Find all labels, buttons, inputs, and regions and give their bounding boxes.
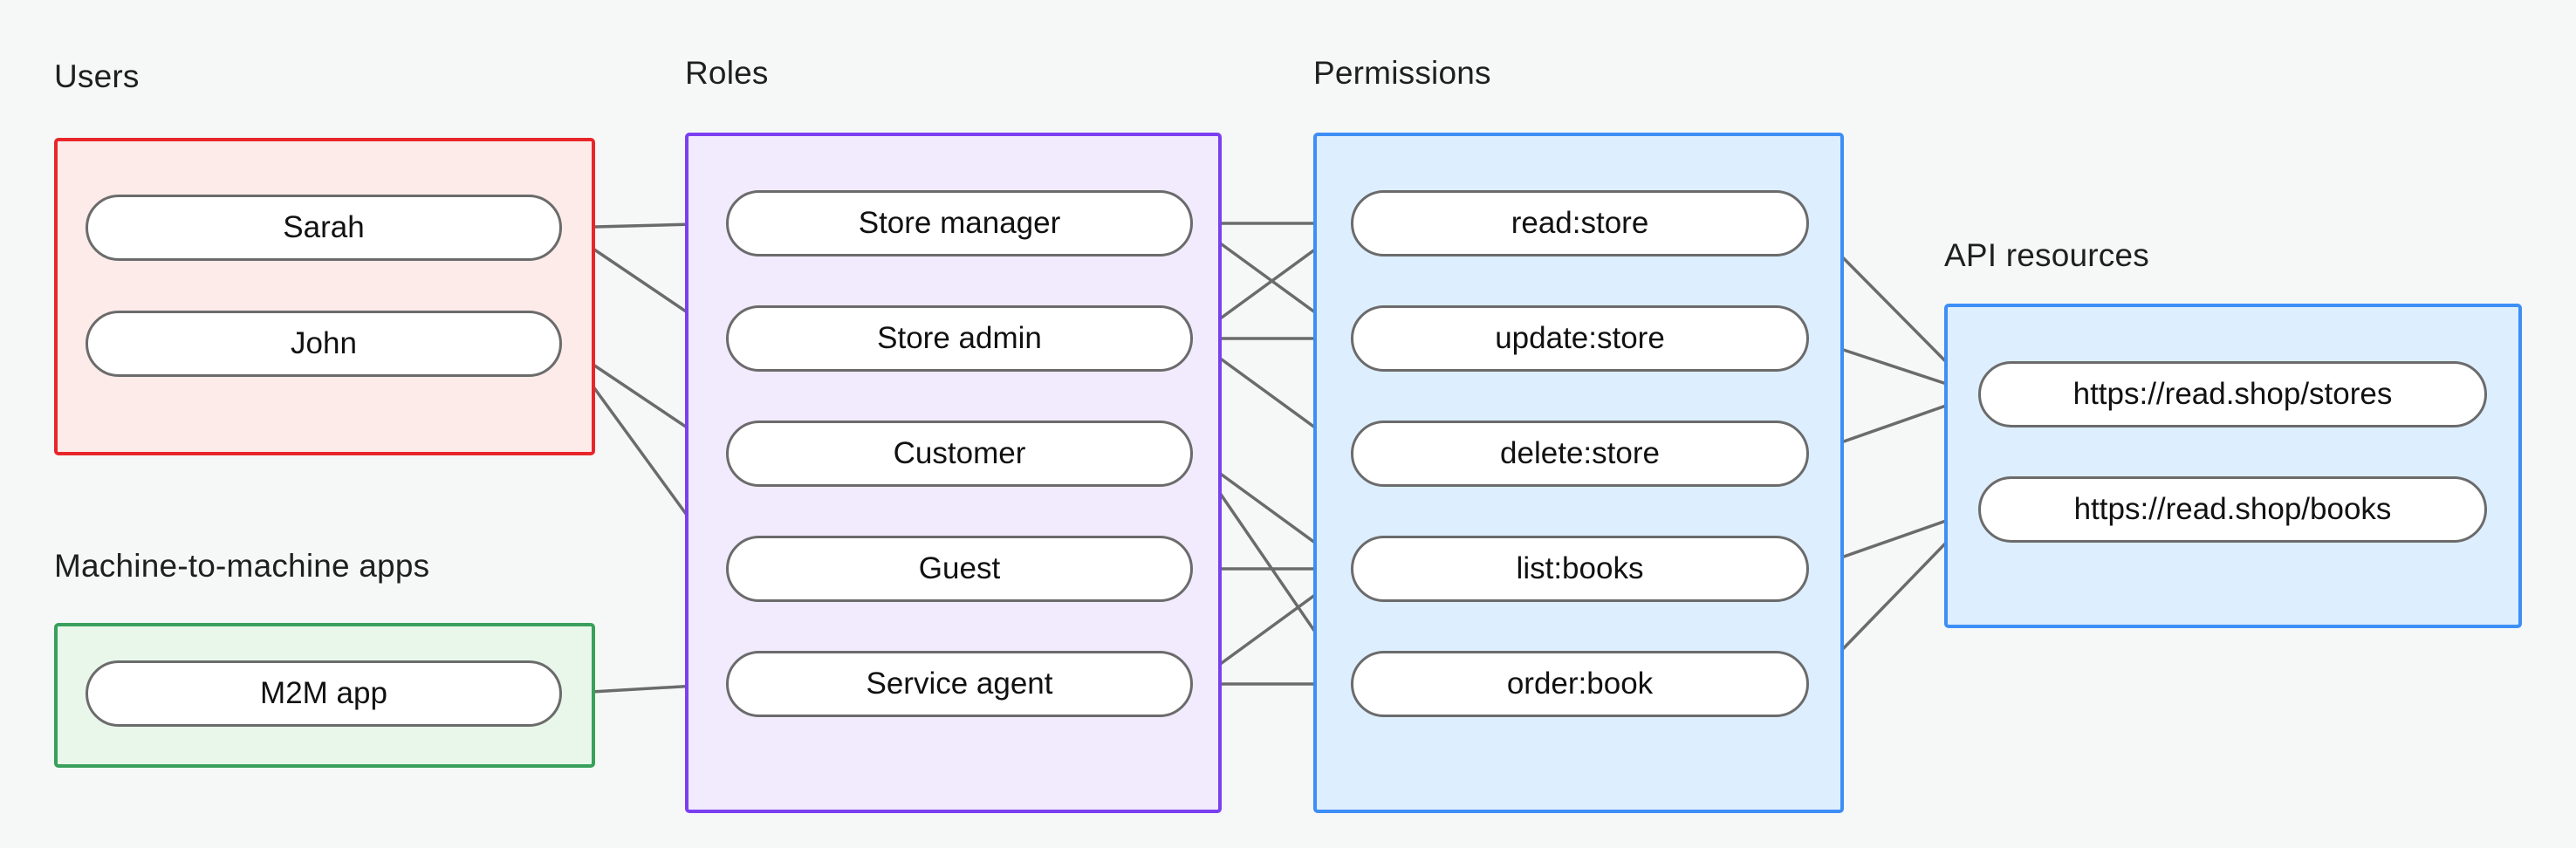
group-box-users (54, 138, 595, 455)
group-label-users: Users (54, 58, 140, 94)
node-customer[interactable]: Customer (726, 421, 1193, 487)
node-sarah[interactable]: Sarah (86, 195, 562, 261)
group-label-m2m: Machine-to-machine apps (54, 548, 430, 584)
node-guest[interactable]: Guest (726, 536, 1193, 602)
node-res-stores[interactable]: https://read.shop/stores (1978, 361, 2487, 427)
node-m2mapp[interactable]: M2M app (86, 660, 562, 727)
node-service-agent[interactable]: Service agent (726, 651, 1193, 717)
node-john[interactable]: John (86, 311, 562, 377)
group-label-api-resources: API resources (1944, 237, 2149, 273)
group-label-roles: Roles (685, 55, 769, 91)
node-store-admin[interactable]: Store admin (726, 305, 1193, 372)
group-box-api-resources (1944, 304, 2522, 628)
node-update-store[interactable]: update:store (1351, 305, 1809, 372)
node-order-book[interactable]: order:book (1351, 651, 1809, 717)
node-delete-store[interactable]: delete:store (1351, 421, 1809, 487)
node-read-store[interactable]: read:store (1351, 190, 1809, 256)
node-store-manager[interactable]: Store manager (726, 190, 1193, 256)
node-list-books[interactable]: list:books (1351, 536, 1809, 602)
group-label-permissions: Permissions (1313, 55, 1491, 91)
node-res-books[interactable]: https://read.shop/books (1978, 476, 2487, 543)
